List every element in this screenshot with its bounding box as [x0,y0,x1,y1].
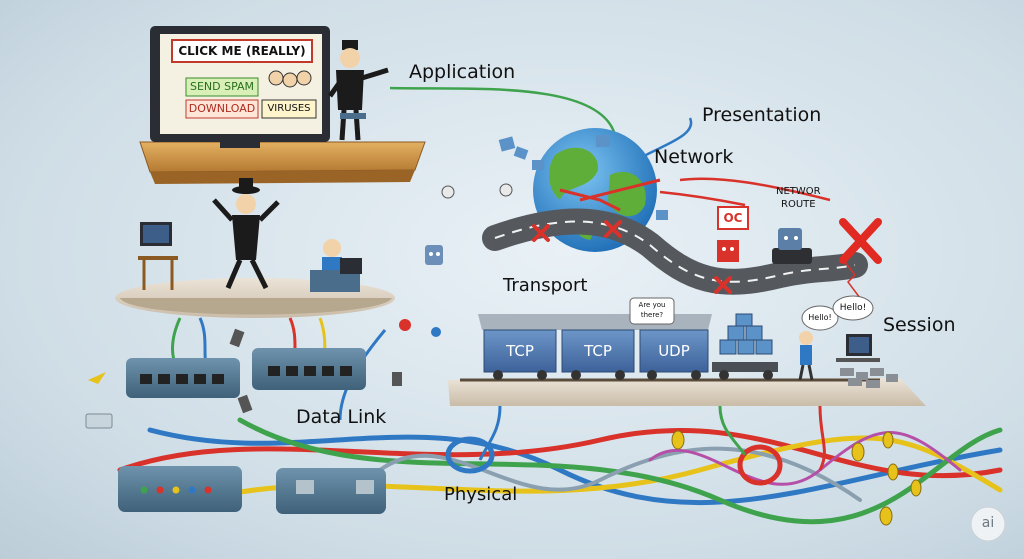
route-label-line1: NETWOR [776,186,821,197]
switch-right [252,348,366,390]
application-cable [389,86,617,136]
layer-label-transport: Transport [503,275,588,296]
layer-label-data-link: Data Link [296,406,387,428]
send-spam-button: SEND SPAM [189,80,255,93]
layer-label-network: Network [654,146,734,168]
session-bubble-right-bg [832,295,874,321]
train-speech-text: Are you there? [638,301,666,319]
road-x-marks [532,220,732,294]
physical-device-right [276,468,386,514]
oc-sign-bg [717,206,749,230]
error-lightning [844,261,861,299]
train-flatcar-packets [712,313,778,380]
red-packet-character [717,240,739,262]
layer-label-session: Session [883,314,956,336]
floating-packets [498,135,668,220]
switch-left [126,358,240,398]
train-car-1 [483,329,557,380]
train-car-2-label: TCP [584,342,612,360]
watermark-text: ai [981,515,995,531]
monitor-faces-drawing [268,70,312,88]
yellow-bit-characters [671,430,922,526]
robot-characters [399,183,513,337]
seated-user [310,239,362,292]
loose-plugs [85,328,402,429]
monitor-headline: CLICK ME (REALLY) [178,44,306,58]
session-desk [836,334,880,362]
session-bubble-left-bg [801,305,839,331]
session-rail-platform [448,378,926,406]
physical-device-left [118,466,242,512]
watermark-badge [970,506,1006,542]
viruses-button: VIRUSES [267,103,311,114]
network-road-markings [494,220,856,283]
download-button: DOWNLOAD [188,102,256,115]
rail-platform-cables [478,405,826,471]
send-spam-button-bg [185,77,259,97]
train-car-2 [561,329,635,380]
download-button-bg [185,99,259,119]
router-device [772,228,812,264]
side-desk [138,222,178,290]
monitor-headline-banner [171,39,313,63]
viruses-button-bg [261,99,317,119]
layer-label-application: Application [409,61,516,83]
train-car-1-label: TCP [506,342,534,360]
network-route-arrows [659,177,831,207]
layer-label-presentation: Presentation [702,104,822,126]
physical-cable-tangle [117,417,1003,525]
train-speech-bubble [629,297,675,325]
layer-label-physical: Physical [444,484,518,505]
train-roof [478,314,712,330]
train-car-3-label: UDP [658,342,690,360]
session-bubble-left: Hello! [808,313,832,322]
presenter-character [327,40,389,141]
paper-bird [88,372,106,384]
network-error-x [839,218,882,264]
session-person [798,331,814,381]
session-bubble-right: Hello! [839,303,867,313]
application-platform [139,141,426,184]
train-car-3 [639,329,709,380]
rubble-pile [840,368,898,388]
oc-sign-text: OC [723,211,743,225]
dancing-character [212,178,280,290]
route-label-line2: ROUTE [781,199,816,210]
